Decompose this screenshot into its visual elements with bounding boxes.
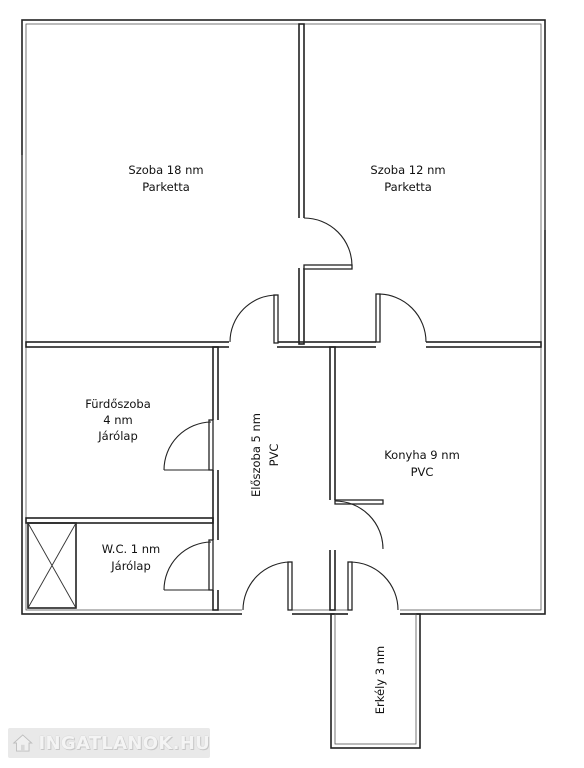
label-szoba12-area: Szoba 12 nm [370,163,445,177]
watermark-logo: INGATLANOK.HU [8,728,210,758]
label-eloszoba-floor: PVC [267,444,281,467]
door-konyha [334,499,384,505]
house-icon [12,734,33,752]
door-szoba18 [273,294,279,344]
label-wc-floor: Járólap [110,559,151,573]
label-konyha-floor: PVC [411,465,434,479]
doors [163,217,427,616]
windows [21,150,546,230]
door-entrance [287,561,293,611]
label-erkely-area: Erkély 3 nm [373,646,387,714]
label-furdo-area: 4 nm [103,413,132,427]
door-szoba12-side [303,264,353,270]
label-furdo-name: Fürdőszoba [85,397,151,411]
label-szoba18-area: Szoba 18 nm [128,163,203,177]
watermark-text: INGATLANOK.HU [38,732,210,754]
outer-walls [21,19,546,749]
label-furdo-floor: Járólap [97,429,138,443]
label-konyha-area: Konyha 9 nm [384,448,460,462]
door-wc [208,539,214,591]
door-furdoszoba [208,419,214,471]
label-szoba12-floor: Parketta [384,180,432,194]
label-szoba18-floor: Parketta [142,180,190,194]
label-eloszoba-area: Előszoba 5 nm [249,413,263,497]
interior-walls [25,23,542,611]
door-szoba12 [375,293,381,343]
room-labels: Szoba 18 nm Parketta Szoba 12 nm Parkett… [85,163,460,714]
label-wc-area: W.C. 1 nm [102,542,161,556]
door-erkely [347,561,353,611]
